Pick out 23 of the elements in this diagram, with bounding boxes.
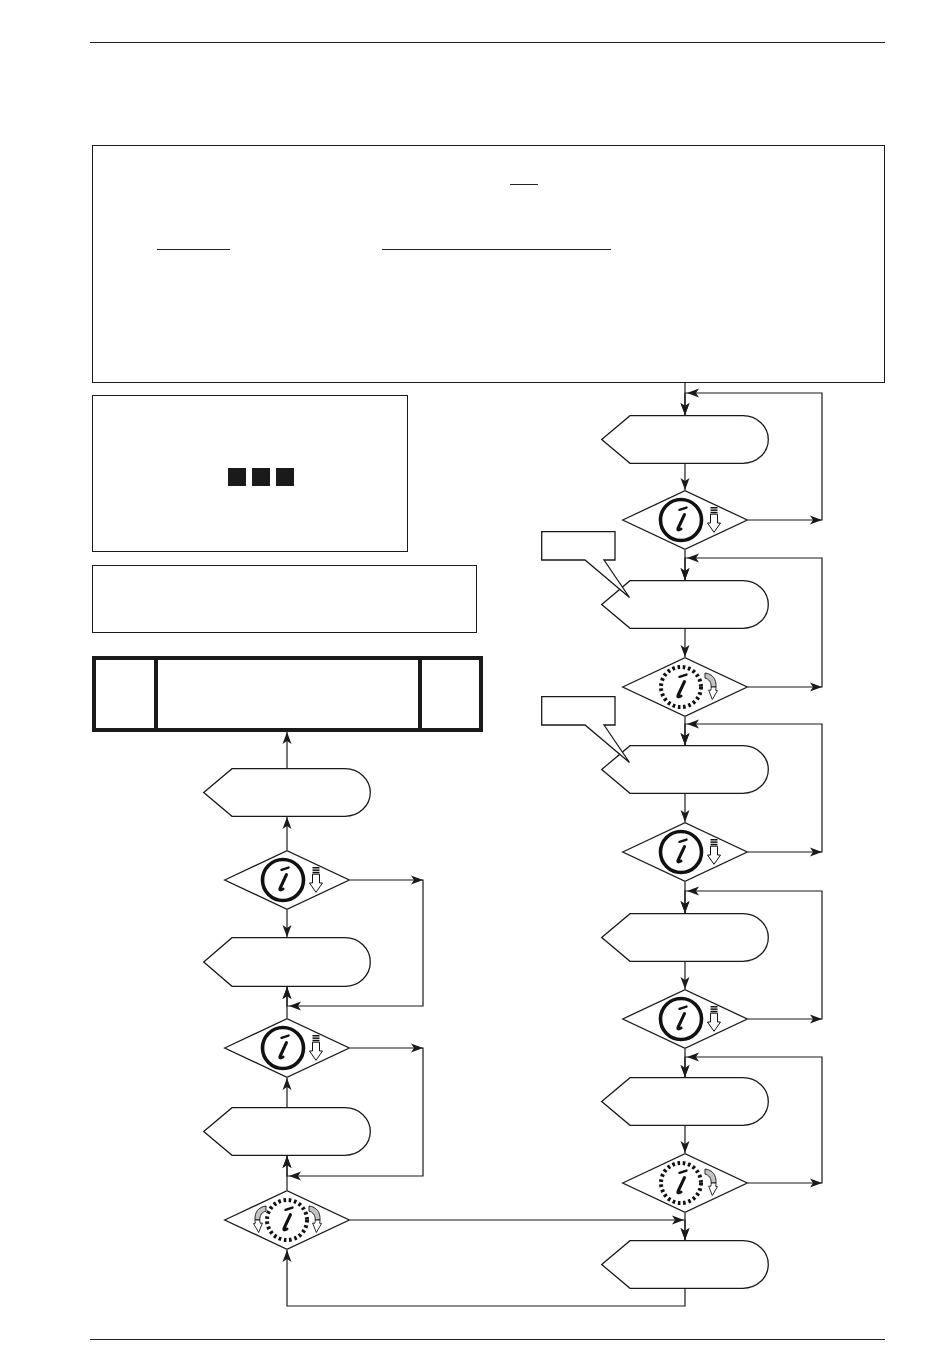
display-shape	[601, 745, 769, 794]
decision-diamond	[224, 1190, 350, 1250]
outlined-panel	[92, 145, 885, 383]
display-shape	[203, 1107, 371, 1156]
callout-bubble	[541, 531, 630, 598]
decision-diamond	[622, 1153, 748, 1213]
display-shape	[601, 1077, 769, 1126]
display-shape	[203, 937, 371, 987]
callout-bubble	[541, 696, 630, 763]
outlined-panel	[92, 395, 408, 552]
decision-diamond	[622, 822, 748, 882]
segmented-box	[92, 656, 483, 732]
decision-diamond	[622, 490, 748, 550]
outlined-panel	[92, 565, 477, 633]
display-shape	[601, 415, 769, 464]
decision-diamond	[224, 1018, 350, 1078]
display-shape	[601, 580, 769, 629]
decision-diamond	[224, 850, 350, 910]
decision-diamond	[622, 657, 748, 717]
display-shape	[203, 768, 371, 817]
display-shape	[601, 913, 769, 962]
decision-diamond	[622, 989, 748, 1049]
display-shape	[601, 1240, 769, 1289]
